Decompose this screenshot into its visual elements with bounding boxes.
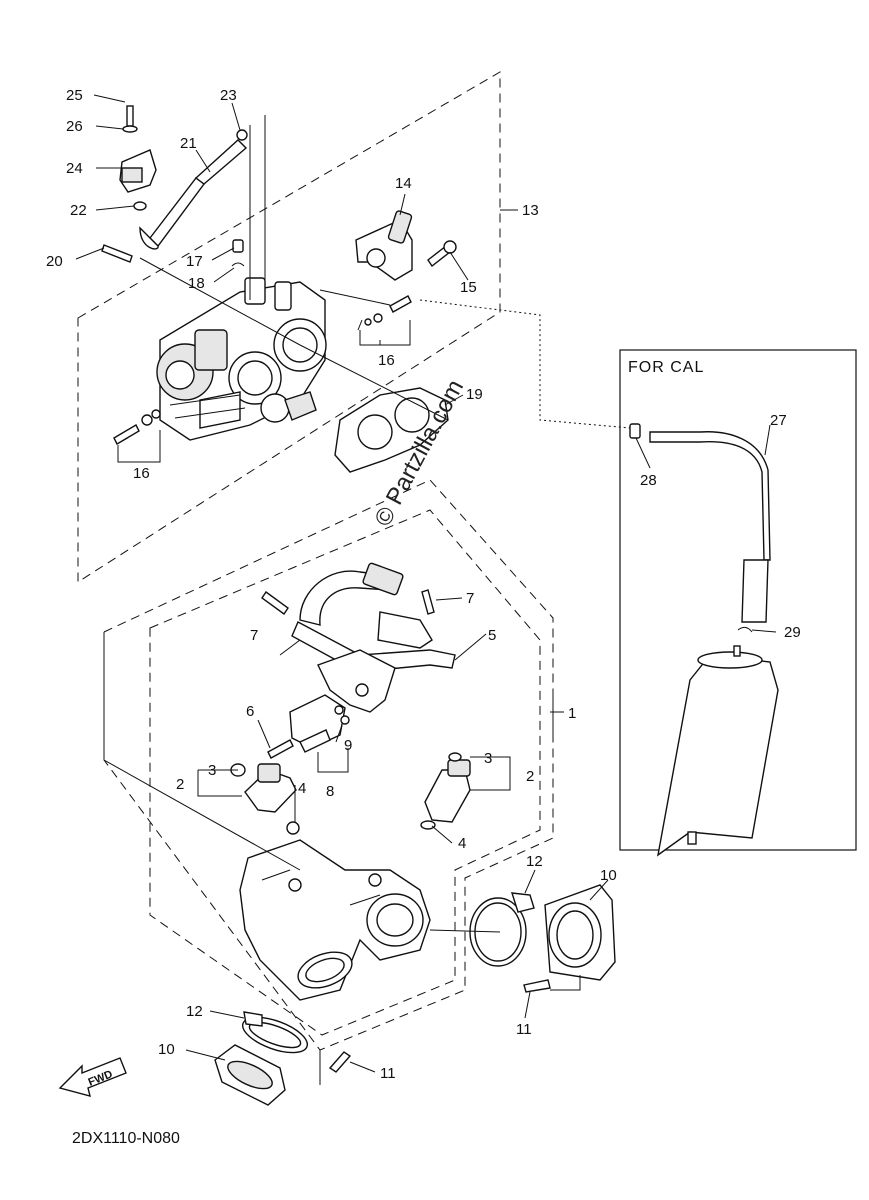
intake-joint-10-right bbox=[544, 884, 616, 981]
clamp-12-right bbox=[469, 892, 535, 967]
label-10-right: 10 bbox=[600, 867, 617, 884]
fuel-rail-bracket bbox=[317, 649, 396, 713]
label-17: 17 bbox=[186, 253, 203, 270]
intake-group-outline-outer bbox=[103, 479, 554, 1051]
fuel-hose-5 bbox=[291, 562, 456, 673]
label-4-right: 4 bbox=[458, 835, 466, 852]
label-14: 14 bbox=[395, 175, 412, 192]
label-11-right: 11 bbox=[516, 1021, 532, 1038]
pressure-regulator-9 bbox=[289, 694, 350, 753]
cap-17 bbox=[232, 239, 244, 253]
bracket-hole bbox=[355, 683, 369, 697]
clip-28 bbox=[629, 423, 641, 439]
label-28: 28 bbox=[640, 472, 657, 489]
label-7-left: 7 bbox=[250, 627, 258, 644]
label-3-right: 3 bbox=[484, 750, 492, 767]
label-2-left: 2 bbox=[176, 776, 184, 793]
hose-21 bbox=[139, 139, 248, 250]
clamp-29 bbox=[737, 626, 753, 633]
label-16-lower: 16 bbox=[133, 465, 150, 482]
for-cal-box bbox=[619, 349, 857, 851]
label-10-bottom: 10 bbox=[158, 1041, 175, 1058]
bolt-7-right bbox=[421, 589, 435, 615]
bolt-20 bbox=[101, 244, 133, 263]
pressure-sensor-24 bbox=[119, 105, 157, 211]
label-20: 20 bbox=[46, 253, 63, 270]
intake-joint-10-bottom bbox=[214, 1044, 286, 1106]
diagram-code: 2DX1110-N080 bbox=[72, 1130, 180, 1147]
bolt-11-bottom bbox=[328, 1051, 352, 1073]
label-12-bottom: 12 bbox=[186, 1003, 203, 1020]
leader-lines bbox=[75, 94, 777, 1085]
throttle-position-sensor bbox=[355, 210, 413, 281]
label-2-right: 2 bbox=[526, 768, 534, 785]
charcoal-canister bbox=[656, 645, 779, 857]
label-9: 9 bbox=[344, 737, 352, 754]
canister-hose-27 bbox=[649, 431, 771, 623]
label-13: 13 bbox=[522, 202, 539, 219]
clip-18 bbox=[231, 262, 245, 267]
label-4-left: 4 bbox=[298, 780, 306, 797]
label-25: 25 bbox=[66, 87, 83, 104]
bolt-11-right bbox=[523, 979, 551, 993]
throttle-body bbox=[156, 277, 327, 441]
label-8: 8 bbox=[326, 783, 334, 800]
label-22: 22 bbox=[70, 202, 87, 219]
callout-labels: 25 26 24 22 20 21 23 17 18 14 15 13 16 1… bbox=[46, 87, 801, 1082]
label-21: 21 bbox=[180, 135, 197, 152]
injector-right bbox=[420, 752, 471, 830]
throttle-body-group-outline bbox=[77, 71, 501, 583]
label-11-bottom: 11 bbox=[380, 1065, 396, 1082]
label-26: 26 bbox=[66, 118, 83, 135]
intake-manifold bbox=[239, 839, 431, 1001]
label-27: 27 bbox=[770, 412, 787, 429]
clamp-23 bbox=[236, 129, 248, 141]
label-24: 24 bbox=[66, 160, 83, 177]
label-1: 1 bbox=[568, 705, 576, 722]
label-29: 29 bbox=[784, 624, 801, 641]
label-12-right: 12 bbox=[526, 853, 543, 870]
screw-set-16-lower bbox=[113, 409, 161, 445]
bolt-7-left bbox=[261, 591, 289, 615]
screw-15 bbox=[427, 240, 457, 268]
clamp-12-bottom bbox=[241, 1011, 309, 1054]
injector-left bbox=[230, 763, 300, 835]
label-23: 23 bbox=[220, 87, 237, 104]
label-3-left: 3 bbox=[208, 762, 216, 779]
intake-group-outline-inner bbox=[149, 509, 541, 1036]
label-7-right: 7 bbox=[466, 590, 474, 607]
bolt-6 bbox=[267, 739, 294, 759]
label-5: 5 bbox=[488, 627, 496, 644]
label-15: 15 bbox=[460, 279, 477, 296]
for-cal-title: FOR CAL bbox=[628, 359, 704, 376]
label-18: 18 bbox=[188, 275, 205, 292]
label-6: 6 bbox=[246, 703, 254, 720]
label-19: 19 bbox=[466, 386, 483, 403]
label-16-upper: 16 bbox=[378, 352, 395, 369]
screw-set-16-upper bbox=[357, 295, 412, 331]
fwd-arrow-icon: FWD bbox=[58, 1057, 127, 1097]
